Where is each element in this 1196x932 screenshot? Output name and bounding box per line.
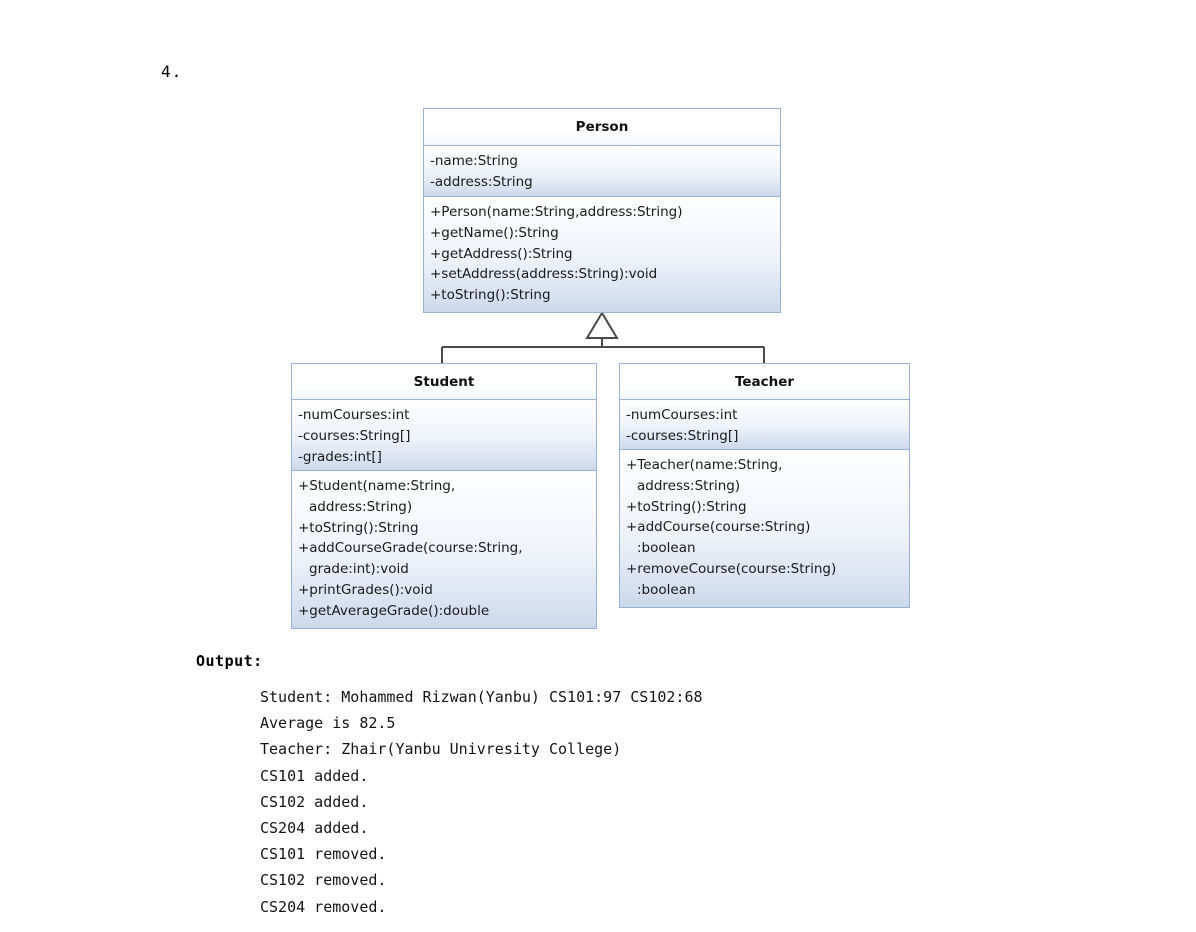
operation: +addCourse(course:String) bbox=[626, 519, 811, 536]
output-label: Output: bbox=[196, 652, 263, 670]
class-name-teacher: Teacher bbox=[620, 364, 909, 400]
operation: +addCourseGrade(course:String, bbox=[298, 540, 523, 557]
attributes-student: -numCourses:int -courses:String[] -grade… bbox=[292, 400, 596, 471]
operations-person: +Person(name:String,address:String) +get… bbox=[424, 197, 780, 312]
class-name-person: Person bbox=[424, 109, 780, 146]
console-line: CS102 removed. bbox=[260, 871, 387, 890]
operation: +toString():String bbox=[430, 287, 551, 304]
attribute: -courses:String[] bbox=[298, 427, 411, 444]
operation: +setAddress(address:String):void bbox=[430, 266, 658, 283]
operation: +removeCourse(course:String) bbox=[626, 560, 837, 577]
class-name-student: Student bbox=[292, 364, 596, 400]
operation-continuation: grade:int):void bbox=[309, 561, 409, 578]
output-console: Student: Mohammed Rizwan(Yanbu) CS101:97… bbox=[260, 684, 960, 920]
attributes-person: -name:String -address:String bbox=[424, 146, 780, 197]
uml-class-teacher[interactable]: Teacher -numCourses:int -courses:String[… bbox=[619, 363, 910, 608]
operation: +toString():String bbox=[626, 498, 747, 515]
console-line: Student: Mohammed Rizwan(Yanbu) CS101:97… bbox=[260, 688, 703, 706]
attribute: -name:String bbox=[430, 153, 518, 169]
attribute: -numCourses:int bbox=[298, 407, 410, 423]
operation: +Person(name:String,address:String) bbox=[430, 204, 683, 220]
console-line: CS102 added. bbox=[260, 792, 369, 811]
console-line: CS204 removed. bbox=[260, 897, 387, 916]
operation-continuation: address:String) bbox=[309, 498, 413, 515]
question-number: 4. bbox=[161, 62, 183, 81]
operation: +getAddress():String bbox=[430, 245, 573, 262]
attribute: -numCourses:int bbox=[626, 407, 738, 423]
attribute: -courses:String[] bbox=[626, 427, 739, 444]
operation-continuation: :boolean bbox=[637, 540, 696, 557]
inheritance-triangle bbox=[585, 311, 619, 339]
attribute: -grades:int[] bbox=[298, 448, 382, 465]
operation: +Student(name:String, bbox=[298, 478, 456, 494]
operations-student: +Student(name:String, address:String) +t… bbox=[292, 471, 596, 628]
operation-continuation: :boolean bbox=[637, 581, 696, 598]
operation-continuation: address:String) bbox=[637, 477, 741, 494]
console-line: CS101 removed. bbox=[260, 845, 387, 864]
operations-teacher: +Teacher(name:String, address:String) +t… bbox=[620, 450, 909, 607]
console-line: Average is 82.5 bbox=[260, 714, 396, 733]
operation: +toString():String bbox=[298, 519, 419, 536]
operation: +Teacher(name:String, bbox=[626, 457, 783, 473]
operation: +getAverageGrade():double bbox=[298, 602, 490, 619]
attributes-teacher: -numCourses:int -courses:String[] bbox=[620, 400, 909, 450]
operation: +printGrades():void bbox=[298, 581, 433, 598]
attribute: -address:String bbox=[430, 173, 533, 190]
console-line: Teacher: Zhair(Yanbu Univresity College) bbox=[260, 740, 622, 759]
uml-class-student[interactable]: Student -numCourses:int -courses:String[… bbox=[291, 363, 597, 629]
operation: +getName():String bbox=[430, 224, 559, 241]
console-line: CS204 added. bbox=[260, 819, 369, 838]
console-line: CS101 added. bbox=[260, 766, 369, 785]
uml-class-person[interactable]: Person -name:String -address:String +Per… bbox=[423, 108, 781, 313]
